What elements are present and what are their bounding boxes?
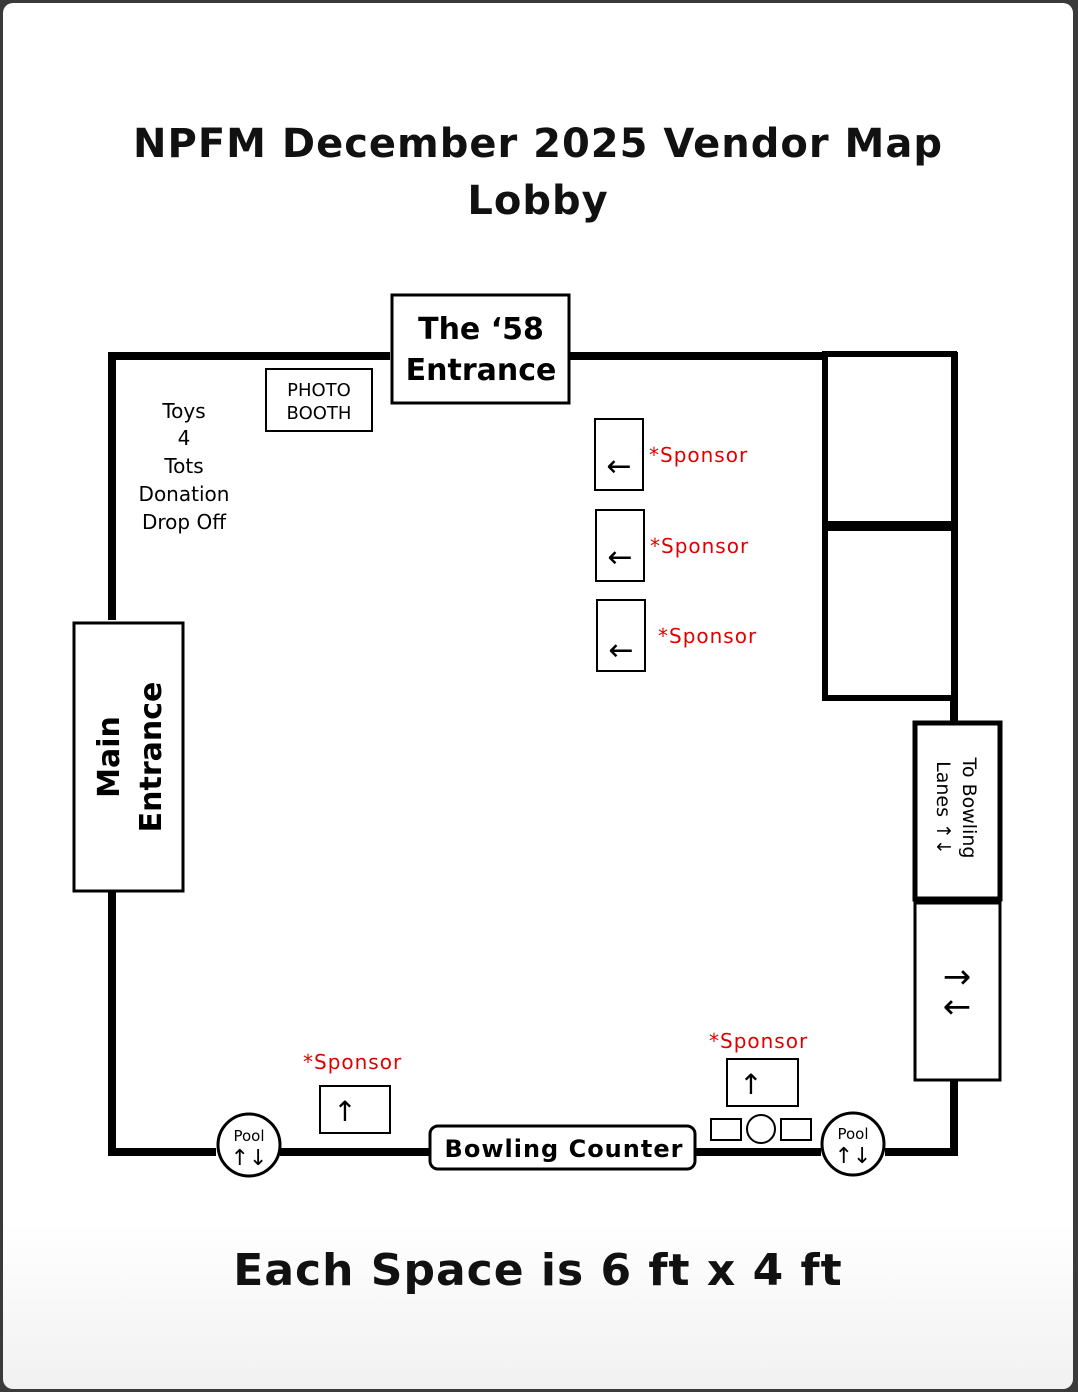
arrow-up-icon: ↑ xyxy=(739,1068,762,1101)
toys-for-tots-dropoff: Toys 4 Tots Donation Drop Off xyxy=(139,399,230,534)
right-storage-block-upper xyxy=(822,351,957,527)
toys-for-tots-line5: Drop Off xyxy=(142,510,227,534)
sponsor-booth-2[interactable]: ← *Sponsor xyxy=(595,509,749,582)
main-entrance[interactable]: Main Entrance xyxy=(72,621,185,893)
pool-arrows-icon: ↑↓ xyxy=(835,1144,872,1169)
pool-door-right[interactable]: Pool ↑↓ xyxy=(820,1111,886,1177)
entrance-58-label-line1: The ‘58 xyxy=(418,312,544,347)
arrow-left-icon: ← xyxy=(608,633,633,668)
arrow-left-icon: ← xyxy=(943,987,972,1027)
sponsor-booth-5[interactable]: *Sponsor ↑ xyxy=(709,1029,808,1107)
pool-arrows-icon: ↑↓ xyxy=(231,1146,268,1171)
bowling-lanes-label-line1: To Bowling xyxy=(958,757,980,859)
photo-booth-label-line1: PHOTO xyxy=(287,380,351,401)
arrow-up-icon: ↑ xyxy=(333,1095,356,1128)
space-size-note: Each Space is 6 ft x 4 ft xyxy=(233,1245,843,1296)
toys-for-tots-line4: Donation xyxy=(139,482,230,506)
sponsor-label: *Sponsor xyxy=(649,443,748,467)
bowling-counter-label: Bowling Counter xyxy=(445,1135,684,1163)
toys-for-tots-line2: 4 xyxy=(178,426,191,450)
arrow-right-icon: → xyxy=(943,957,972,997)
photo-booth-label-line2: BOOTH xyxy=(287,403,352,424)
pool-door-left[interactable]: Pool ↑↓ xyxy=(216,1112,282,1178)
bowling-lanes-label-line2: Lanes ↑↓ xyxy=(932,761,954,855)
pool-label: Pool xyxy=(837,1125,868,1143)
sponsor-booth-3[interactable]: ← *Sponsor xyxy=(596,599,757,672)
pool-label: Pool xyxy=(233,1127,264,1145)
entrance-58[interactable]: The ‘58 Entrance xyxy=(390,293,571,405)
sponsor-label: *Sponsor xyxy=(658,624,757,648)
sponsor-booth-4[interactable]: *Sponsor ↑ xyxy=(303,1050,402,1134)
to-bowling-lanes-entrance[interactable]: To Bowling Lanes ↑↓ xyxy=(912,720,1003,902)
main-entrance-label-line1: Main xyxy=(92,716,127,798)
page: NPFM December 2025 Vendor Map Lobby The … xyxy=(3,3,1073,1389)
main-entrance-label-line2: Entrance xyxy=(134,682,169,833)
bowling-counter[interactable]: Bowling Counter xyxy=(428,1124,697,1171)
toys-for-tots-line1: Toys xyxy=(161,399,205,423)
floor-plan: The ‘58 Entrance PHOTO BOOTH Toys 4 Tots… xyxy=(72,293,1003,1178)
side-doorway[interactable]: → ← xyxy=(913,901,1002,1082)
photo-booth[interactable]: PHOTO BOOTH xyxy=(265,368,373,432)
toys-for-tots-line3: Tots xyxy=(163,454,203,478)
arrow-left-icon: ← xyxy=(607,540,632,575)
table-and-chairs xyxy=(710,1114,812,1144)
arrow-left-icon: ← xyxy=(606,449,631,484)
sponsor-label: *Sponsor xyxy=(709,1029,808,1053)
map-title: NPFM December 2025 Vendor Map xyxy=(133,121,943,167)
sponsor-label: *Sponsor xyxy=(303,1050,402,1074)
sponsor-booth-1[interactable]: ← *Sponsor xyxy=(594,418,748,491)
right-storage-block-lower xyxy=(822,525,957,701)
map-subtitle: Lobby xyxy=(467,178,609,224)
entrance-58-label-line2: Entrance xyxy=(406,353,557,388)
sponsor-label: *Sponsor xyxy=(650,534,749,558)
